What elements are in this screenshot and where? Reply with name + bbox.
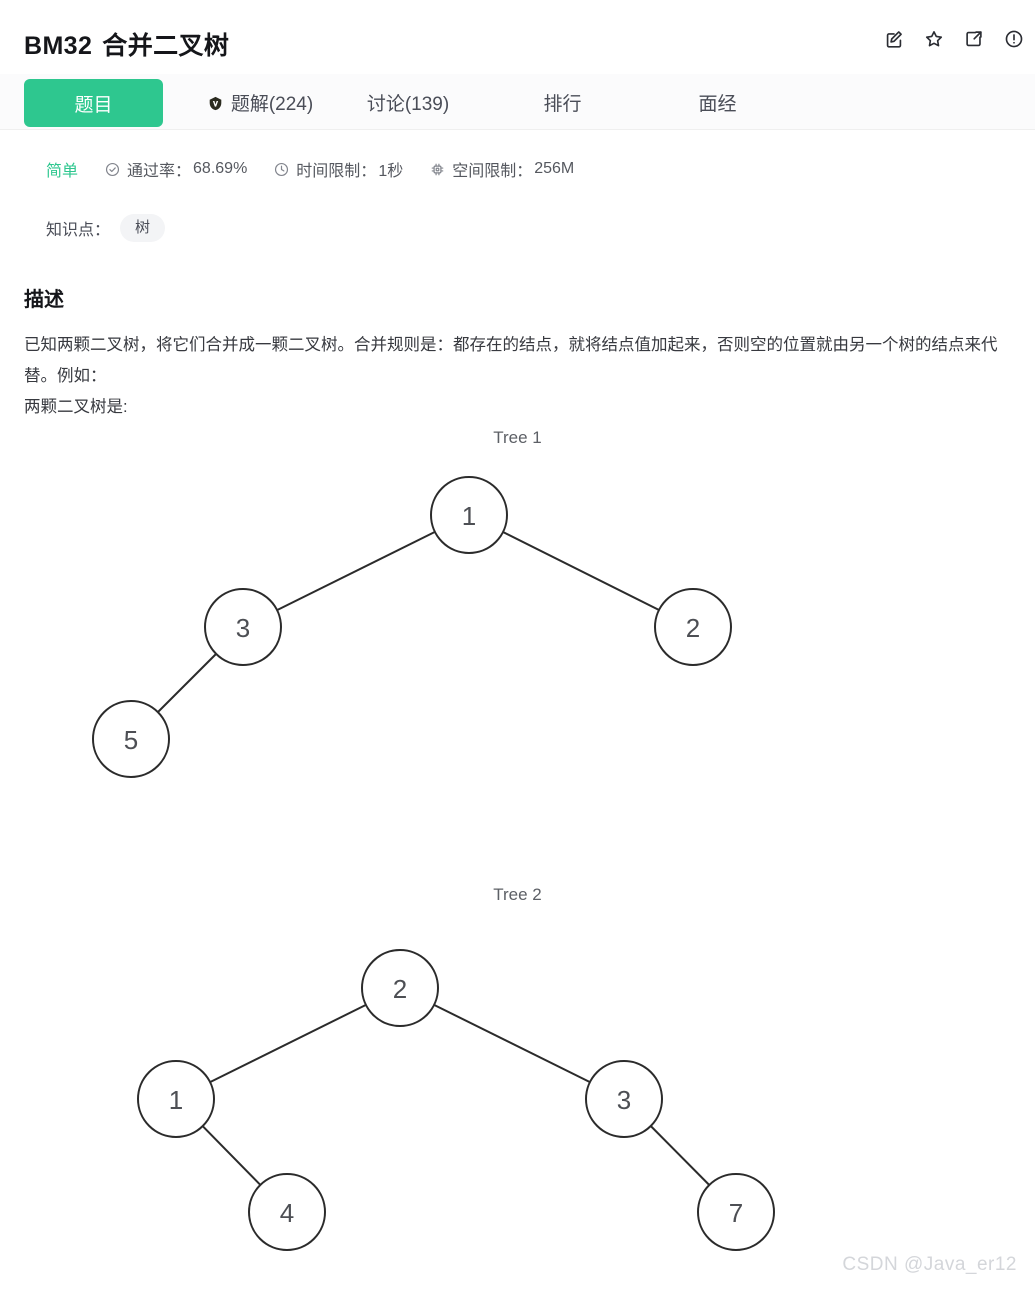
tree-edge — [201, 1125, 262, 1186]
tree-node: 3 — [204, 588, 282, 666]
description-paragraph-1: 已知两颗二叉树，将它们合并成一颗二叉树。合并规则是：都存在的结点，就将结点值加起… — [24, 336, 998, 385]
tree-node-circle — [654, 588, 732, 666]
tab-label-3: 排行 — [543, 93, 582, 115]
csdn-watermark: CSDN @Java_er12 — [842, 1254, 1017, 1275]
meta-space-limit-label: 空间限制： — [452, 163, 533, 180]
tree-node-value: 1 — [169, 1085, 183, 1115]
meta-time-limit: 时间限制： 1秒 — [273, 157, 403, 181]
knowledge-tag-tree[interactable]: 树 — [120, 214, 166, 242]
page-title: BM32 合并二叉树 — [24, 26, 229, 62]
meta-pass-rate-label: 通过率： — [127, 163, 192, 180]
description-heading: 描述 — [24, 289, 64, 311]
meta-space-limit-value: 256M — [534, 160, 575, 177]
star-icon[interactable] — [923, 28, 945, 50]
report-icon[interactable] — [1003, 28, 1025, 50]
tab-bar: 题目 题解(224) 讨论(139) 排行 面经 — [0, 74, 1035, 130]
tab-3[interactable]: 排行 — [535, 74, 590, 130]
knowledge-point-label: 知识点： — [46, 222, 111, 239]
tree-node: 3 — [585, 1060, 663, 1138]
note-edit-icon[interactable] — [883, 28, 905, 50]
clock-icon — [275, 162, 289, 176]
tree-node: 2 — [654, 588, 732, 666]
tree-node-circle — [430, 476, 508, 554]
problem-meta: 简单 通过率： 68.69% 时间限制： 1秒 空间限制： 256M — [46, 157, 600, 181]
tree-node: 4 — [248, 1173, 326, 1251]
tree-node-circle — [585, 1060, 663, 1138]
vip-badge-icon — [207, 95, 224, 112]
knowledge-point-row: 知识点： 树 — [46, 214, 166, 242]
tree-node: 1 — [137, 1060, 215, 1138]
tab-0[interactable]: 题目 — [24, 79, 163, 127]
share-icon[interactable] — [963, 28, 985, 50]
tree-node-circle — [361, 949, 439, 1027]
meta-space-limit: 空间限制： 256M — [429, 157, 574, 181]
tab-4[interactable]: 面经 — [690, 74, 745, 130]
problem-title: 合并二叉树 — [102, 32, 230, 60]
tree-node-circle — [92, 700, 170, 778]
tree-node: 1 — [430, 476, 508, 554]
tree-node-circle — [697, 1173, 775, 1251]
tree1-graph: 1 3 2 5 — [92, 476, 732, 778]
description-body: 已知两颗二叉树，将它们合并成一颗二叉树。合并规则是：都存在的结点，就将结点值加起… — [24, 330, 999, 423]
page-header: BM32 合并二叉树 — [0, 0, 1035, 74]
tree-node: 5 — [92, 700, 170, 778]
tree-node-value: 4 — [280, 1198, 294, 1228]
tree-edge — [209, 1003, 367, 1084]
tree-edge — [276, 530, 436, 612]
meta-pass-rate-value: 68.69% — [193, 160, 248, 177]
tab-label-2: 讨论(139) — [366, 93, 450, 115]
tree-node-value: 1 — [462, 501, 476, 531]
chip-icon — [431, 163, 444, 175]
tree-node: 2 — [361, 949, 439, 1027]
tree-node-value: 5 — [124, 725, 138, 755]
meta-pass-rate: 通过率： 68.69% — [104, 157, 247, 181]
tree-node: 7 — [697, 1173, 775, 1251]
tab-2[interactable]: 讨论(139) — [358, 74, 458, 130]
tree2-graph: 2 1 3 4 7 — [137, 949, 775, 1251]
tree-node-value: 3 — [617, 1085, 631, 1115]
tree-node-circle — [137, 1060, 215, 1138]
difficulty-badge: 简单 — [46, 163, 79, 180]
tab-1[interactable]: 题解(224) — [185, 74, 335, 130]
check-circle-icon — [105, 162, 120, 176]
meta-time-limit-value: 1秒 — [378, 163, 404, 180]
tab-label-0: 题目 — [74, 94, 113, 116]
tree-node-value: 2 — [393, 974, 407, 1004]
tree-node-value: 7 — [729, 1198, 743, 1228]
tab-label-1: 题解(224) — [230, 93, 314, 115]
tree-edge — [157, 653, 217, 713]
description-paragraph-2: 两颗二叉树是: — [24, 398, 128, 416]
header-actions — [883, 28, 1025, 50]
tree-node-circle — [204, 588, 282, 666]
meta-time-limit-label: 时间限制： — [296, 163, 377, 180]
tree-node-circle — [248, 1173, 326, 1251]
tree-edge — [433, 1003, 591, 1084]
tree-edge — [650, 1125, 710, 1186]
problem-code: BM32 — [24, 32, 93, 60]
tree-node-value: 2 — [686, 613, 700, 643]
tree-edge — [502, 531, 660, 611]
tab-label-4: 面经 — [698, 93, 737, 115]
tree-node-value: 3 — [236, 613, 250, 643]
